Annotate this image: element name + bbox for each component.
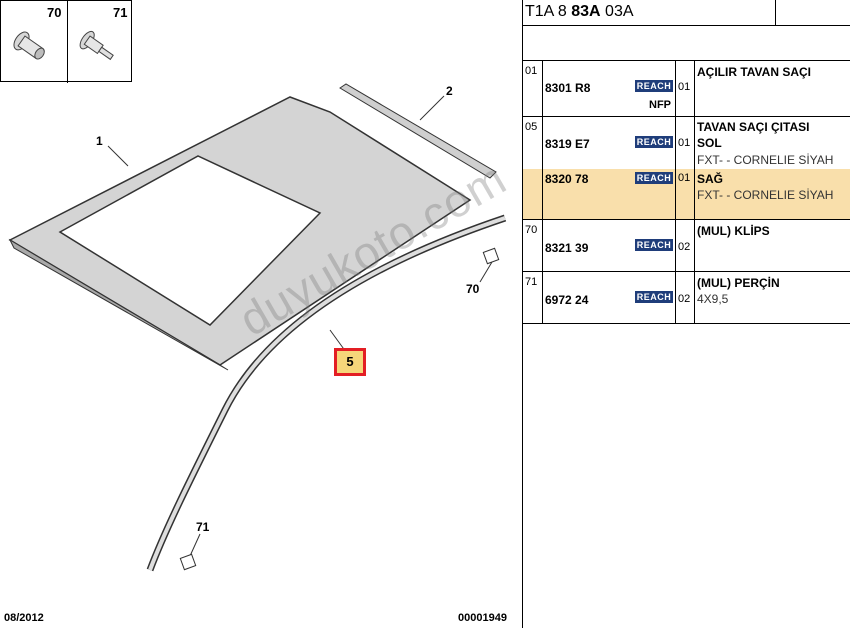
col-divider — [675, 169, 676, 219]
part-number[interactable]: 8301 R8 — [545, 81, 591, 95]
description: (MUL) PERÇİN — [697, 276, 780, 290]
col-divider — [675, 61, 676, 116]
description: TAVAN SAÇI ÇITASI — [697, 120, 810, 134]
description-side: SOL — [697, 136, 722, 150]
qty: 71 — [525, 276, 538, 288]
qty: 70 — [525, 224, 538, 236]
description: (MUL) KLİPS — [697, 224, 770, 238]
fastener-legend: 70 71 — [0, 0, 132, 83]
clip-70-icon — [13, 31, 45, 60]
part-number[interactable]: 6972 24 — [545, 293, 589, 307]
part-row-8319E7[interactable]: 05 8319 E7 REACH 01 TAVAN SAÇI ÇITASI SO… — [523, 117, 850, 169]
parts-list-panel: T1A 8 83A 03A 01 8301 R8 REACH NFP 01 AÇ… — [523, 0, 850, 628]
roof-panel-edge — [8, 238, 229, 371]
col-divider — [694, 117, 695, 169]
clip-marker-71 — [179, 553, 197, 571]
col-divider — [675, 220, 676, 271]
callout-2: 2 — [446, 84, 453, 98]
fastener-icons — [13, 30, 114, 61]
footer-code: 00001949 — [458, 612, 507, 624]
reach-badge: REACH — [635, 239, 673, 251]
clip-marker-70 — [482, 247, 500, 265]
header-band — [523, 25, 850, 61]
col-divider — [542, 220, 543, 271]
col-divider — [675, 272, 676, 323]
part-row-832139[interactable]: 70 8321 39 REACH 02 (MUL) KLİPS — [523, 220, 850, 272]
part-number[interactable]: 8320 78 — [545, 172, 589, 186]
col-divider — [542, 272, 543, 323]
callout-70: 70 — [466, 282, 480, 296]
description: AÇILIR TAVAN SAÇI — [697, 65, 811, 79]
part-2-strip — [339, 83, 497, 179]
col-divider — [542, 117, 543, 169]
reach-badge: REACH — [635, 136, 673, 148]
part-row-832078[interactable]: 8320 78 REACH 01 SAĞ FXT- - CORNELIE SİY… — [523, 169, 850, 220]
part-row-8301R8[interactable]: 01 8301 R8 REACH NFP 01 AÇILIR TAVAN SAÇ… — [523, 61, 850, 117]
callout-71: 71 — [196, 520, 210, 534]
description-side: SAĞ — [697, 172, 724, 186]
group-code-bold: 83A — [571, 3, 601, 20]
reach-badge: REACH — [635, 172, 673, 184]
col-divider — [694, 220, 695, 271]
panel-header: T1A 8 83A 03A — [523, 0, 850, 26]
legend-label-70: 70 — [47, 5, 62, 20]
qty: 05 — [525, 121, 538, 133]
footer-date: 08/2012 — [4, 612, 44, 624]
parts-diagram: 70 71 — [0, 0, 515, 624]
col-divider — [694, 61, 695, 116]
variant: 01 — [678, 81, 691, 93]
variant: 02 — [678, 241, 691, 253]
variant: 02 — [678, 293, 691, 305]
callout-1: 1 — [96, 134, 103, 148]
col-divider — [675, 117, 676, 169]
roof-drawing — [8, 83, 507, 572]
legend-divider — [67, 1, 68, 83]
part-number[interactable]: 8319 E7 — [545, 137, 590, 151]
part-number[interactable]: 8321 39 — [545, 241, 589, 255]
variant: 01 — [678, 137, 691, 149]
part-row-697224[interactable]: 71 6972 24 REACH 02 (MUL) PERÇİN 4X9,5 — [523, 272, 850, 324]
description-detail: FXT- - CORNELIE SİYAH — [697, 153, 834, 167]
col-divider — [542, 61, 543, 116]
group-code: T1A 8 83A 03A — [525, 3, 634, 21]
group-code-suffix: 03A — [600, 3, 634, 20]
rivet-71-icon — [79, 30, 114, 61]
col-divider — [694, 169, 695, 219]
variant: 01 — [678, 172, 691, 184]
description-detail: FXT- - CORNELIE SİYAH — [697, 188, 834, 202]
legend-label-71: 71 — [113, 5, 128, 20]
group-code-prefix: T1A 8 — [525, 3, 572, 20]
qty: 01 — [525, 65, 538, 77]
description-size: 4X9,5 — [697, 292, 729, 306]
callout-5-highlighted[interactable]: 5 — [334, 348, 366, 376]
reach-badge: REACH — [635, 80, 673, 92]
panel-divider — [522, 0, 523, 628]
reach-badge: REACH — [635, 291, 673, 303]
nfp-label: NFP — [649, 99, 671, 111]
col-divider — [542, 169, 543, 219]
sunroof-opening — [58, 155, 322, 326]
col-divider — [694, 272, 695, 323]
header-divider — [775, 0, 776, 25]
